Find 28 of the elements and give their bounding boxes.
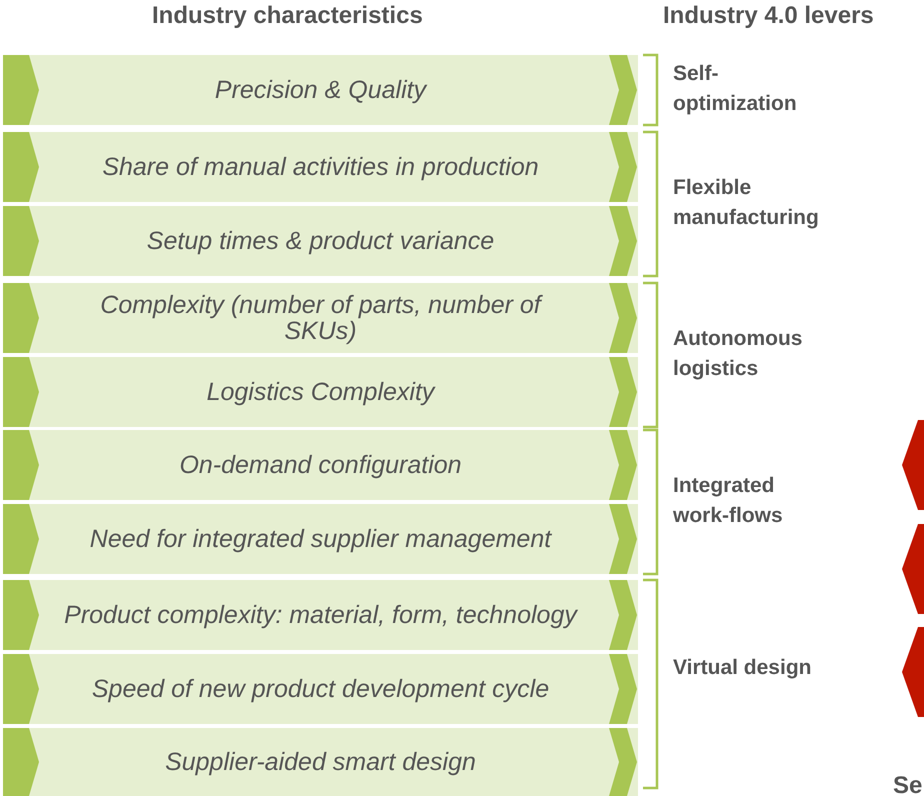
characteristic-band xyxy=(3,206,638,276)
characteristic-text: On-demand configuration xyxy=(179,452,462,478)
characteristic-band xyxy=(3,654,638,724)
characteristic-text: Need for integrated supplier management xyxy=(90,526,552,552)
characteristic-text: Share of manual activities in production xyxy=(102,154,539,180)
characteristic-text: Complexity (number of parts, number of SKUs) xyxy=(99,292,544,344)
characteristic-band xyxy=(3,283,638,353)
characteristic-band xyxy=(3,55,638,125)
lever-label: Flexible manufacturing xyxy=(673,175,820,231)
lever-label: Self-optimization xyxy=(673,61,798,117)
characteristic-band xyxy=(3,580,638,650)
characteristic-text: Product complexity: material, form, technology xyxy=(64,602,577,628)
characteristic-text: Logistics Complexity xyxy=(206,379,434,405)
cut-off-text: Se xyxy=(893,772,922,796)
characteristic-band xyxy=(3,430,638,500)
column-heading: Industry 4.0 levers xyxy=(663,2,874,30)
characteristic-band xyxy=(3,132,638,202)
lever-label: Virtual design xyxy=(673,655,812,681)
characteristic-text: Precision & Quality xyxy=(214,77,426,103)
lever-label: Autonomous logistics xyxy=(673,326,804,382)
characteristic-band xyxy=(3,504,638,574)
characteristic-text: Supplier-aided smart design xyxy=(165,749,476,775)
characteristic-band xyxy=(3,357,638,427)
characteristic-band xyxy=(3,728,638,796)
characteristic-text: Setup times & product variance xyxy=(146,228,494,254)
lever-label: Integrated work-flows xyxy=(673,473,784,529)
characteristic-text: Speed of new product development cycle xyxy=(92,676,550,702)
column-heading: Industry characteristics xyxy=(152,2,423,30)
